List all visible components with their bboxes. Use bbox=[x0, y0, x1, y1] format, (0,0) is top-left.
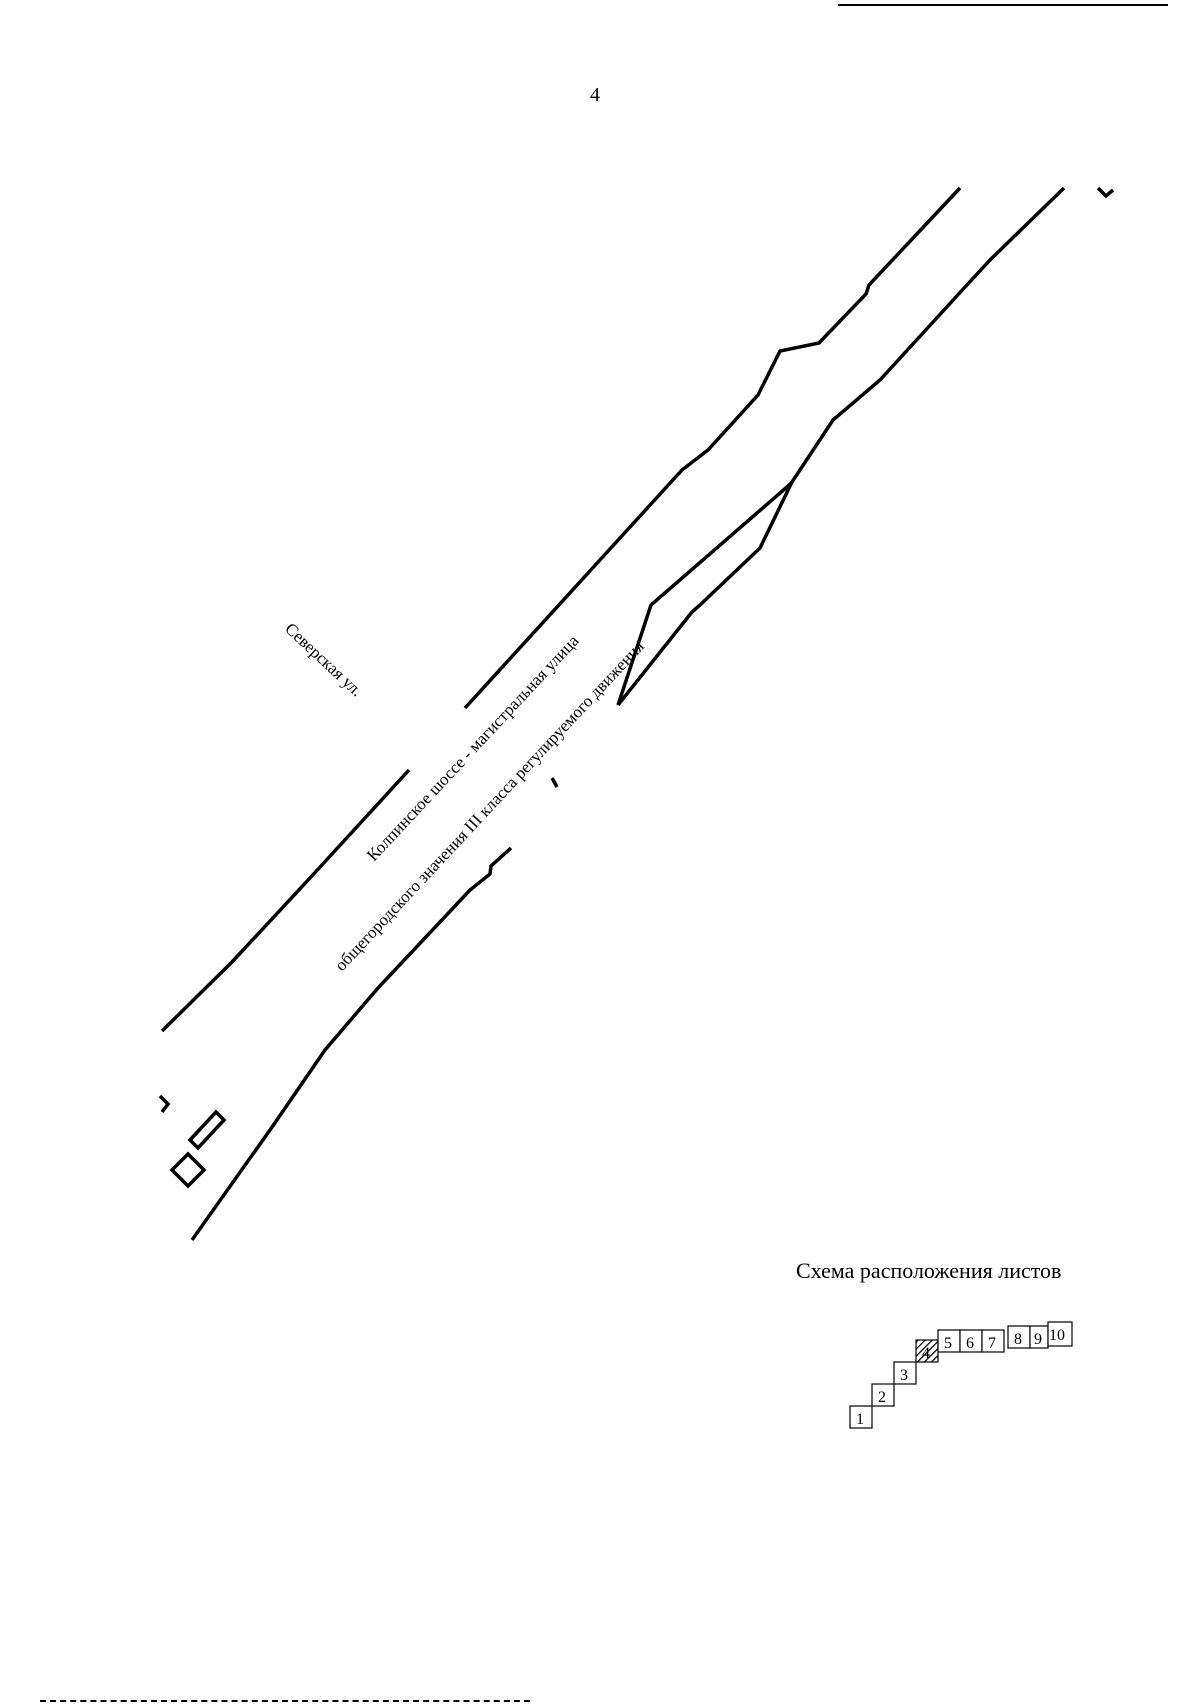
sheet-3-number: 3 bbox=[900, 1367, 908, 1384]
sheet-2[interactable]: 2 bbox=[871, 1383, 895, 1407]
sheet-4-current[interactable]: 4 bbox=[915, 1339, 939, 1363]
sheet-layout-title: Схема расположения листов bbox=[796, 1258, 1062, 1283]
street-label-severskaya: Северская ул. bbox=[281, 619, 366, 700]
top-rule bbox=[838, 4, 1168, 6]
sheet-layout-scheme: 1 2 3 4 5 6 7 8 bbox=[849, 1321, 1073, 1429]
road-edge-lower-right bbox=[190, 846, 513, 1242]
road-edge-upper-right-3 bbox=[616, 610, 694, 707]
sheet-1-number: 1 bbox=[856, 1411, 864, 1428]
median-mark bbox=[550, 777, 559, 788]
sheet-2-number: 2 bbox=[878, 1389, 886, 1406]
sheet-9[interactable]: 9 bbox=[1029, 1325, 1049, 1349]
sheet-5[interactable]: 5 bbox=[937, 1329, 961, 1353]
sheet-8[interactable]: 8 bbox=[1007, 1325, 1031, 1349]
bottom-rule bbox=[40, 1700, 530, 1702]
sheet-6[interactable]: 6 bbox=[959, 1329, 983, 1353]
building-footprint-1 bbox=[187, 1109, 227, 1151]
sheet-4-number: 4 bbox=[922, 1345, 930, 1362]
road-edge-upper-left bbox=[463, 186, 962, 710]
building-footprint-2 bbox=[169, 1151, 207, 1189]
road-edge-upper-right-2 bbox=[690, 481, 794, 614]
sheet-10-number: 10 bbox=[1049, 1327, 1065, 1344]
sheet-7-number: 7 bbox=[988, 1335, 996, 1352]
sheet-3[interactable]: 3 bbox=[893, 1361, 917, 1385]
map-corner-mark bbox=[1096, 186, 1115, 199]
sheet-1[interactable]: 1 bbox=[849, 1405, 873, 1429]
page-number: 4 bbox=[590, 84, 600, 106]
sheet-9-number: 9 bbox=[1034, 1331, 1042, 1348]
sheet-10[interactable]: 10 bbox=[1047, 1321, 1073, 1347]
sheet-8-number: 8 bbox=[1014, 1331, 1022, 1348]
sheet-5-number: 5 bbox=[944, 1335, 952, 1352]
map-edge-tick bbox=[158, 1094, 171, 1114]
road-edge-upper-right bbox=[616, 186, 1066, 706]
sheet-6-number: 6 bbox=[966, 1335, 974, 1352]
road-edge-lower-left bbox=[160, 768, 411, 1033]
sheet-7[interactable]: 7 bbox=[981, 1329, 1005, 1353]
